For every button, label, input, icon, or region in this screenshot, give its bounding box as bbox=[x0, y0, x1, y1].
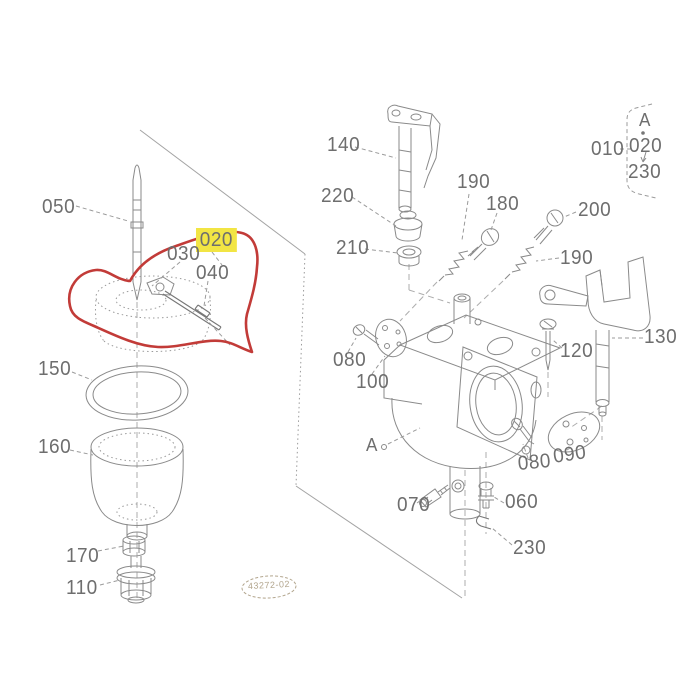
throttle-plate-100 bbox=[371, 315, 411, 360]
nut-170 bbox=[123, 536, 145, 556]
choke-shaft-130 bbox=[540, 257, 650, 416]
choke-plate-090 bbox=[542, 404, 606, 459]
screw-120 bbox=[540, 319, 556, 370]
leader-lines bbox=[70, 147, 643, 585]
seal-220 bbox=[394, 211, 422, 241]
callout-bracket bbox=[620, 104, 656, 198]
washer-210 bbox=[397, 246, 421, 266]
idle-screw-200-spring-190 bbox=[505, 210, 563, 279]
carburetor-body bbox=[382, 294, 561, 519]
float-assembly-020-030-040 bbox=[95, 276, 230, 352]
screw-080-left bbox=[351, 323, 379, 345]
main-jet-070 bbox=[420, 485, 451, 507]
float-bowl-160 bbox=[91, 428, 183, 540]
screw-080-right bbox=[509, 416, 534, 444]
throttle-shaft-140 bbox=[388, 105, 440, 212]
drain-bolt-110 bbox=[117, 556, 155, 603]
gasket-150 bbox=[85, 363, 190, 422]
stamp-ellipse bbox=[241, 575, 296, 600]
red-annotation-circle bbox=[69, 232, 257, 352]
pilot-screw-180-spring-190 bbox=[439, 225, 502, 281]
clip-230 bbox=[476, 516, 491, 529]
pin-060 bbox=[478, 482, 494, 508]
needle-valve-050 bbox=[131, 165, 143, 300]
panel-border bbox=[140, 130, 462, 598]
